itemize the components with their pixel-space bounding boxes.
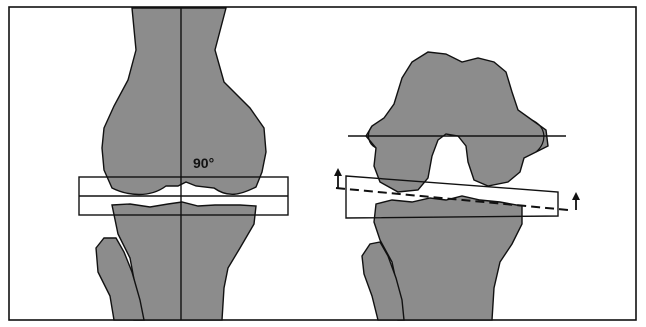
right-angle-label: 90° (193, 155, 214, 171)
right-femur (366, 52, 548, 192)
right-up-arrow-icon (572, 192, 580, 210)
left-knee: 90° (79, 8, 288, 320)
left-up-arrow-icon (334, 168, 342, 188)
right-knee (334, 52, 580, 320)
left-femur (102, 8, 266, 195)
